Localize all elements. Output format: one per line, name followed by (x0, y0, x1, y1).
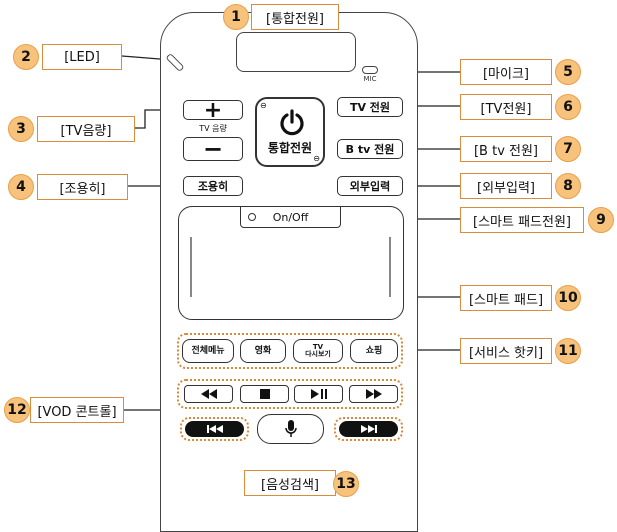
play-pause-icon (310, 389, 327, 399)
pad-right-tick (389, 237, 391, 297)
callout-number-8: 8 (555, 173, 581, 199)
play-pause-button[interactable] (294, 385, 343, 403)
callout-number-4: 4 (8, 174, 34, 200)
callout-number-3: 3 (8, 116, 34, 142)
mic-icon (362, 66, 378, 74)
pad-power-label: On/Off (272, 210, 309, 224)
volume-caption: TV 음량 (199, 124, 227, 133)
pad-indicator-icon (248, 213, 256, 221)
callout-label-8: [외부입력] (460, 173, 552, 199)
external-input-button[interactable]: 외부입력 (337, 176, 403, 196)
callout-number-7: 7 (555, 136, 581, 162)
callout-label-10: [스마트 패드] (460, 285, 552, 311)
microphone-icon (284, 420, 297, 437)
power-dot-icon: ⊖ (260, 101, 267, 110)
skip-back-button[interactable] (185, 421, 244, 437)
callout-number-11: 11 (555, 338, 581, 364)
btv-power-button[interactable]: B tv 전원 (337, 139, 403, 159)
pad-left-tick (190, 237, 192, 297)
fast-forward-icon (365, 389, 382, 399)
full-menu-button[interactable]: 전체메뉴 (182, 339, 234, 363)
vod-control-group (177, 379, 403, 409)
tv-replay-button[interactable]: TV 다시보기 (293, 339, 343, 363)
callout-number-10: 10 (555, 285, 581, 311)
mic-indicator: MIC (357, 66, 383, 88)
service-hotkey-group (177, 333, 403, 369)
callout-label-12: [VOD 콘트롤] (30, 397, 124, 423)
callout-label-6: [TV전원] (460, 94, 552, 120)
callout-label-11: [서비스 핫키] (460, 338, 552, 364)
callout-label-7: [B tv 전원] (460, 136, 552, 162)
integrated-power-button[interactable]: ⊖ 통합전원 ⊖ (255, 97, 325, 167)
callout-number-13: 13 (333, 471, 359, 497)
callout-label-3: [TV음량] (37, 116, 135, 142)
skip-forward-button[interactable] (339, 421, 398, 437)
callout-number-6: 6 (555, 94, 581, 120)
stop-icon (259, 389, 270, 399)
volume-down-button[interactable]: − (183, 135, 243, 163)
callout-number-2: 2 (13, 44, 39, 70)
tv-power-button[interactable]: TV 전원 (337, 97, 403, 117)
led-indicator (165, 52, 185, 73)
rewind-button[interactable] (184, 385, 233, 403)
callout-number-12: 12 (4, 397, 30, 423)
volume-up-button[interactable]: + (183, 98, 243, 123)
power-icon (280, 109, 304, 136)
remote-top-slot (236, 32, 356, 72)
mute-button[interactable]: 조용히 (183, 176, 243, 196)
tv-replay-bottom-label: 다시보기 (305, 350, 331, 358)
shopping-button[interactable]: 쇼핑 (350, 339, 398, 363)
power-dot-icon: ⊖ (313, 154, 320, 163)
tv-replay-top-label: TV (312, 343, 324, 351)
callout-label-2: [LED] (42, 44, 122, 70)
rewind-icon (200, 389, 217, 399)
smart-pad-power-button[interactable]: On/Off (240, 206, 341, 228)
callout-label-4: [조용히] (37, 174, 128, 200)
skip-back-icon (206, 425, 223, 433)
fast-forward-button[interactable] (349, 385, 398, 403)
skip-back-group (180, 417, 249, 441)
callout-number-9: 9 (588, 207, 614, 233)
voice-search-button[interactable] (257, 414, 324, 444)
callout-label-5: [마이크] (460, 59, 552, 85)
callout-number-1: 1 (223, 4, 249, 30)
skip-forward-icon (360, 425, 377, 433)
power-button-label: 통합전원 (267, 141, 313, 155)
stop-button[interactable] (240, 385, 289, 403)
skip-forward-group (334, 417, 403, 441)
mic-mark-text: MIC (363, 75, 377, 83)
callout-label-13: [음성검색] (244, 470, 336, 496)
callout-label-1: [통합전원] (251, 4, 339, 30)
movie-button[interactable]: 영화 (240, 339, 286, 363)
callout-number-5: 5 (555, 59, 581, 85)
callout-label-9: [스마트 패드전원] (460, 207, 584, 233)
